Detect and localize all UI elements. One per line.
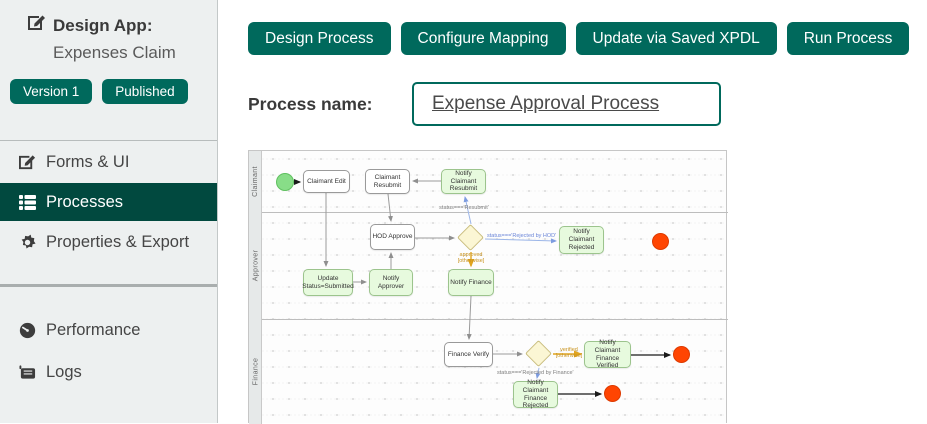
end-event-finance-rejected[interactable] [604, 385, 621, 402]
main-panel: Design Process Configure Mapping Update … [219, 0, 927, 424]
gauge-icon [18, 321, 36, 339]
gear-icon [18, 233, 36, 251]
sidebar-item-label: Processes [46, 192, 124, 211]
sidebar-nav: Forms & UI Processes Properties & Export… [0, 141, 217, 393]
run-process-button[interactable]: Run Process [786, 22, 910, 55]
sidebar-item-forms-ui[interactable]: Forms & UI [0, 141, 217, 183]
end-event-verified[interactable] [673, 346, 690, 363]
node-notify-approver[interactable]: Notify Approver [369, 269, 413, 296]
list-icon [18, 193, 36, 211]
node-notify-claimant-finance-rejected[interactable]: Notify Claimant Finance Rejected [513, 379, 558, 409]
process-toolbar: Design Process Configure Mapping Update … [248, 22, 910, 55]
update-xpdl-button[interactable]: Update via Saved XPDL [575, 22, 777, 55]
sidebar-item-logs[interactable]: Logs [0, 351, 217, 393]
diagram-edges [294, 178, 672, 397]
node-notify-finance[interactable]: Notify Finance [448, 269, 494, 296]
edge-label-approved-otherwise: approved [otherwise] [457, 252, 485, 265]
end-event-rejected[interactable] [652, 233, 669, 250]
app-label: Design App: [53, 15, 153, 35]
sidebar-item-performance[interactable]: Performance [0, 309, 217, 351]
edit-forms-icon [18, 153, 36, 171]
node-hod-approve[interactable]: HOD Approve [370, 224, 415, 250]
sidebar-item-properties-export[interactable]: Properties & Export [0, 221, 217, 263]
sidebar-divider-mid [0, 284, 217, 287]
node-claimant-edit[interactable]: Claimant Edit [303, 170, 350, 193]
node-finance-verify[interactable]: Finance Verify [444, 342, 493, 367]
process-name-label: Process name: [248, 93, 373, 114]
start-event[interactable] [276, 173, 294, 191]
app-name: Expenses Claim [53, 43, 176, 62]
sidebar-item-label: Properties & Export [46, 232, 190, 251]
process-name-input[interactable] [412, 82, 721, 126]
sidebar-item-processes[interactable]: Processes [0, 183, 217, 221]
published-badge: Published [102, 79, 188, 104]
process-name-row: Process name: [248, 82, 721, 126]
lane-divider [249, 212, 728, 213]
sidebar-divider-top [0, 140, 217, 141]
node-notify-claimant-rejected[interactable]: Notify Claimant Rejected [559, 226, 604, 254]
node-claimant-resubmit[interactable]: Claimant Resubmit [365, 169, 410, 194]
version-badge: Version 1 [10, 79, 93, 104]
node-update-status-submitted[interactable]: Update Status=Submitted [302, 269, 354, 296]
node-notify-claimant-resubmit[interactable]: Notify Claimant Resubmit [441, 169, 486, 194]
sidebar: Design App: Expenses Claim Version 1 Pub… [0, 0, 218, 423]
lane-divider [249, 319, 728, 320]
design-process-button[interactable]: Design Process [248, 22, 391, 55]
configure-mapping-button[interactable]: Configure Mapping [400, 22, 566, 55]
sidebar-item-label: Forms & UI [46, 152, 130, 171]
edge-label-verified-otherwise: verified [otherwise] [555, 347, 583, 360]
sidebar-item-label: Logs [46, 362, 82, 381]
process-diagram-canvas: Claimant Approver Finance [248, 150, 728, 424]
edge-label-rejected-hod: status==='Rejected by HOD' [487, 233, 557, 239]
lane-header-strip [249, 151, 262, 424]
logs-icon [18, 363, 36, 381]
edit-app-icon [28, 14, 46, 37]
app-header: Design App: Expenses Claim Version 1 Pub… [0, 0, 217, 104]
node-notify-claimant-finance-verified[interactable]: Notify Claimant Finance Verified [584, 339, 631, 369]
edge-label-resubmit: status==='Resubmit' [439, 205, 489, 211]
sidebar-spacer [0, 263, 217, 309]
edge-label-rejected-finance: status==='Rejected by Finance' [497, 370, 574, 376]
sidebar-item-label: Performance [46, 320, 141, 339]
